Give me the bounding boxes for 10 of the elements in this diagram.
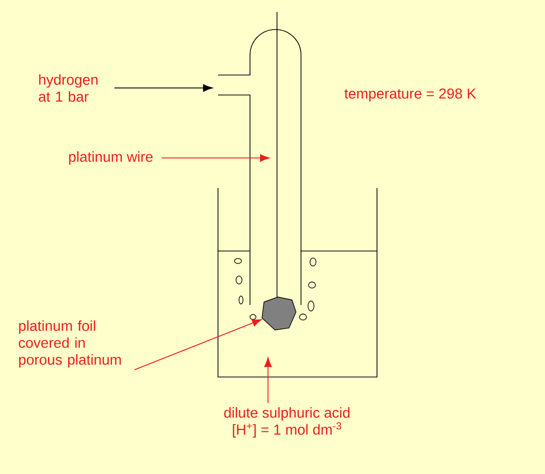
arrow [264,357,272,404]
arrow [134,319,262,370]
arrow [161,154,270,162]
callout-text: platinum foil covered in porous platinum [18,320,121,368]
callout-text: hydrogen at 1 bar [38,74,98,102]
callout-text: platinum wire [69,151,153,165]
temperature-note: temperature = 298 K [344,88,476,102]
callout-text: dilute sulphuric acid [H$^{+}$] = 1 mol dm$^{-3}$ [224,407,350,438]
foil-shape [262,296,296,330]
arrow [114,84,213,92]
